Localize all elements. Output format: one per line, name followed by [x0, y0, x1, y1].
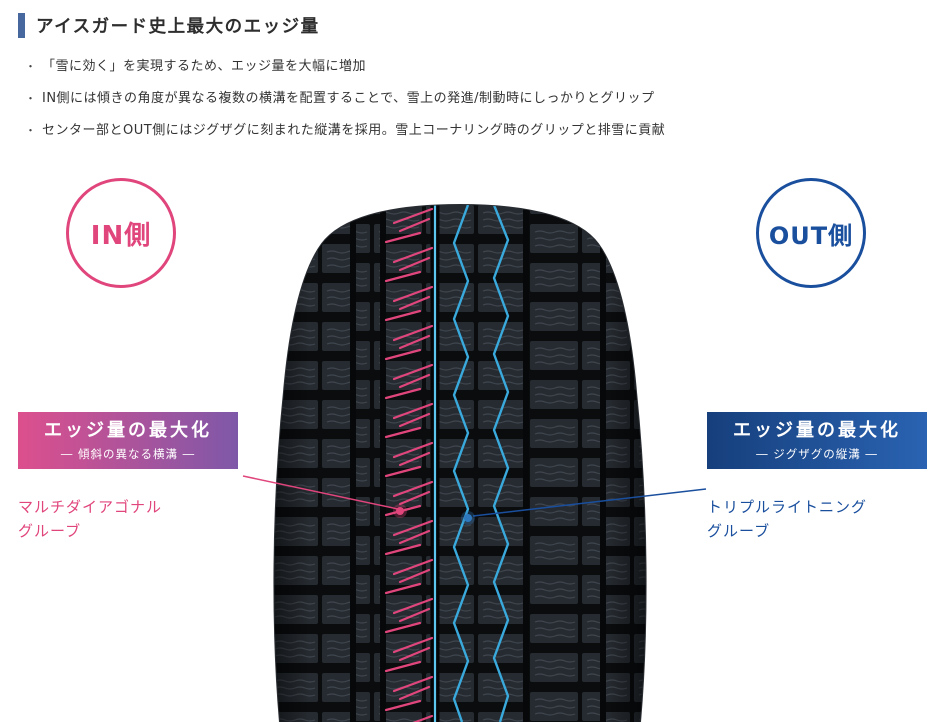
bullet-item: ・ IN側には傾きの角度が異なる複数の横溝を配置することで、雪上の発進/制動時に… [25, 90, 925, 109]
out-side-label: OUT側 [768, 221, 854, 250]
tire-tread-image [268, 200, 652, 722]
bullet-list: ・ 「雪に効く」を実現するため、エッジ量を大幅に増加 ・ IN側には傾きの角度が… [25, 58, 925, 154]
tire-svg [273, 203, 647, 722]
bullet-marker: ・ [25, 60, 37, 73]
right-callout-title: エッジ量の最大化 [733, 420, 901, 441]
bullet-item: ・ 「雪に効く」を実現するため、エッジ量を大幅に増加 [25, 58, 925, 77]
in-side-label: IN側 [90, 220, 152, 251]
bullet-text: 「雪に効く」を実現するため、エッジ量を大幅に増加 [42, 59, 367, 74]
bullet-text: センター部とOUT側にはジグザグに刻まれた縦溝を採用。雪上コーナリング時のグリッ… [42, 122, 666, 138]
page-title: アイスガード史上最大のエッジ量 [36, 17, 320, 37]
pink-diagonal-grooves [378, 205, 435, 722]
bullet-marker: ・ [25, 123, 37, 137]
right-callout-subtitle: ― ジグザグの縦溝 ― [756, 446, 878, 461]
right-callout-box: エッジ量の最大化 ― ジグザグの縦溝 ― [707, 412, 927, 469]
left-callout-subtitle: ― 傾斜の異なる横溝 ― [60, 446, 196, 461]
out-side-badge: OUT側 [756, 178, 866, 288]
header: アイスガード史上最大のエッジ量 [18, 13, 320, 38]
left-callout-title: エッジ量の最大化 [44, 420, 212, 441]
bullet-marker: ・ [25, 91, 37, 105]
bullet-text: IN側には傾きの角度が異なる複数の横溝を配置することで、雪上の発進/制動時にしっ… [42, 90, 655, 106]
bullet-item: ・ センター部とOUT側にはジグザグに刻まれた縦溝を採用。雪上コーナリング時のグ… [25, 122, 925, 141]
title-accent-bar [18, 13, 25, 38]
left-groove-name: マルチダイアゴナル グルーブ [18, 498, 163, 540]
in-side-badge: IN側 [66, 178, 176, 288]
blue-zigzag-grooves [452, 205, 510, 722]
right-groove-name: トリプルライトニング グルーブ [707, 498, 868, 540]
left-callout-box: エッジ量の最大化 ― 傾斜の異なる横溝 ― [18, 412, 238, 469]
